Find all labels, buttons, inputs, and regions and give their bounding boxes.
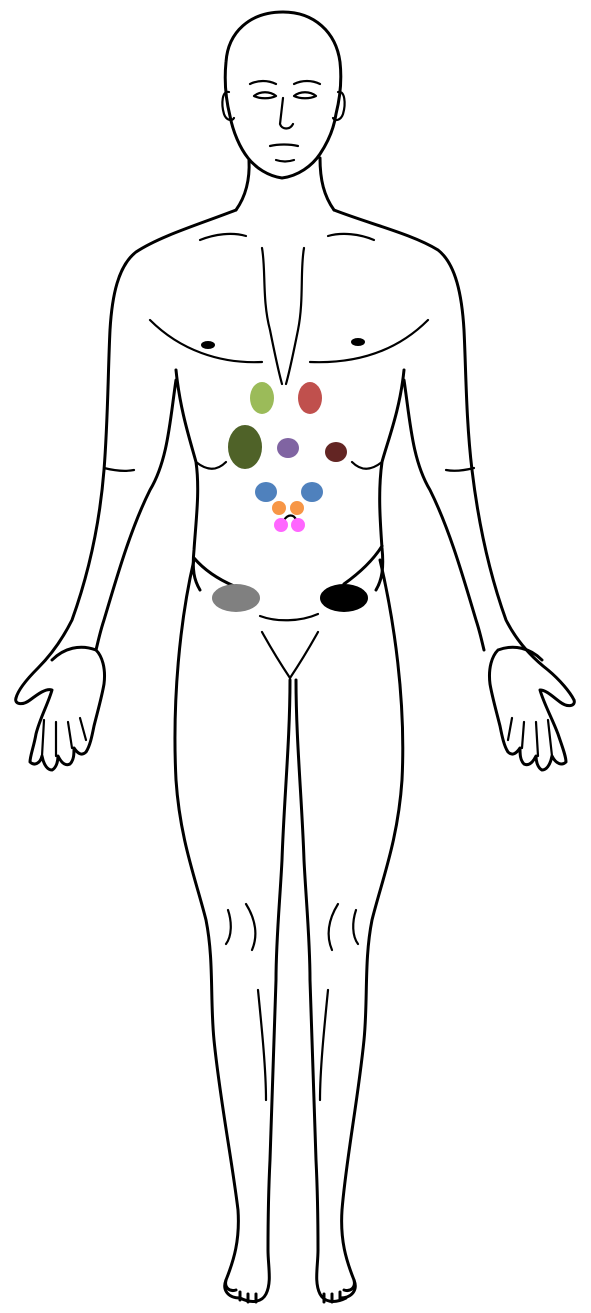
left-hip (194, 558, 234, 586)
marker-orange-left (272, 501, 286, 515)
right-shin (320, 990, 328, 1100)
mouth (270, 145, 298, 147)
left-eyebrow (250, 81, 276, 84)
right-eyebrow (294, 81, 320, 84)
right-leg-inner (296, 680, 318, 1250)
right-clavicle (328, 234, 374, 240)
right-pectoral (310, 320, 428, 362)
left-elbow-crease (104, 468, 134, 471)
left-fingers (42, 718, 86, 756)
nose (280, 98, 293, 129)
right-fingers (508, 718, 552, 756)
chin (276, 160, 294, 162)
left-eye (254, 92, 276, 98)
sternum-left (262, 248, 282, 384)
right-foot (317, 1250, 355, 1302)
right-leg-outer (340, 560, 403, 1298)
right-nipple (351, 338, 365, 346)
marker-lower-left-blue (255, 482, 277, 502)
marker-mid-right (325, 442, 347, 462)
groin-left (262, 632, 290, 678)
left-leg-inner (268, 680, 290, 1250)
left-torso-side (176, 370, 200, 590)
marker-mid-left (228, 425, 262, 469)
head-outline (225, 12, 341, 178)
body-outline (16, 12, 575, 1302)
right-eye (294, 92, 316, 98)
left-pectoral (150, 320, 262, 362)
marker-upper-left (250, 382, 274, 414)
right-inner-arm (404, 380, 484, 650)
neck-right (320, 158, 334, 210)
left-knee (226, 904, 255, 950)
marker-upper-right (298, 382, 322, 414)
right-shoulder-arm-outline (334, 210, 574, 700)
marker-pelvis-right (320, 584, 368, 612)
marker-layer (212, 382, 368, 612)
right-hand (489, 647, 574, 770)
pelvic-line (260, 614, 318, 620)
left-shin (258, 990, 266, 1100)
sternum-right (286, 248, 304, 384)
right-ribcage-line (352, 462, 382, 469)
left-clavicle (200, 234, 246, 240)
right-torso-side (376, 370, 404, 590)
marker-pink-right (291, 518, 305, 532)
left-hand (16, 647, 105, 770)
right-knee (329, 904, 358, 950)
left-nipple (201, 341, 215, 349)
left-ribcage-line (196, 462, 226, 469)
right-elbow-crease (446, 468, 474, 471)
marker-pink-left (274, 518, 288, 532)
left-shoulder-arm-outline (16, 210, 236, 698)
marker-orange-right (290, 501, 304, 515)
marker-lower-right-blue (301, 482, 323, 502)
marker-pelvis-left (212, 584, 260, 612)
groin-right (290, 632, 318, 678)
right-hip (344, 546, 382, 584)
marker-mid-center (277, 438, 299, 458)
neck-left (236, 160, 249, 210)
